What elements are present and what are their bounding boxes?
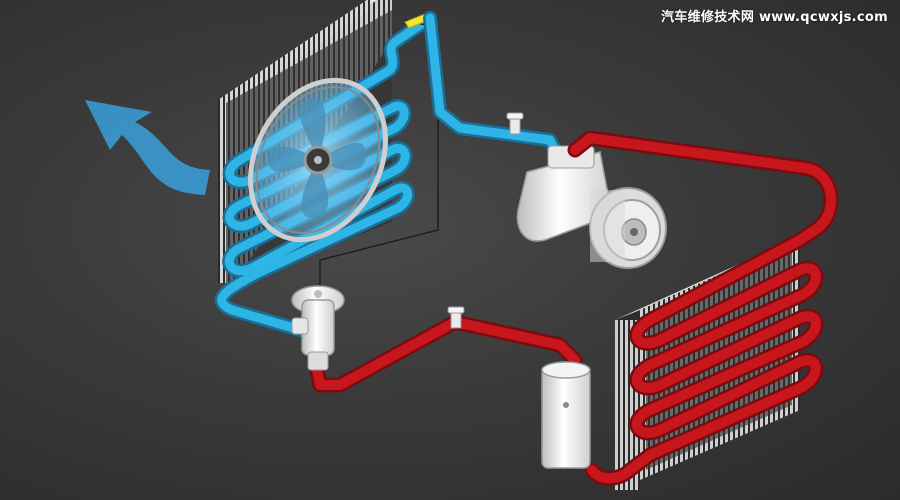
watermark: 汽车维修技术网 www.qcwxjs.com xyxy=(661,10,888,25)
low-side-service-port xyxy=(506,112,524,135)
expansion-valve-icon xyxy=(291,285,345,371)
fan-icon xyxy=(248,77,388,243)
receiver-drier-icon xyxy=(541,361,591,469)
compressor-icon xyxy=(516,145,667,269)
high-side-service-port xyxy=(447,306,465,329)
airflow-arrow-icon xyxy=(85,100,210,195)
